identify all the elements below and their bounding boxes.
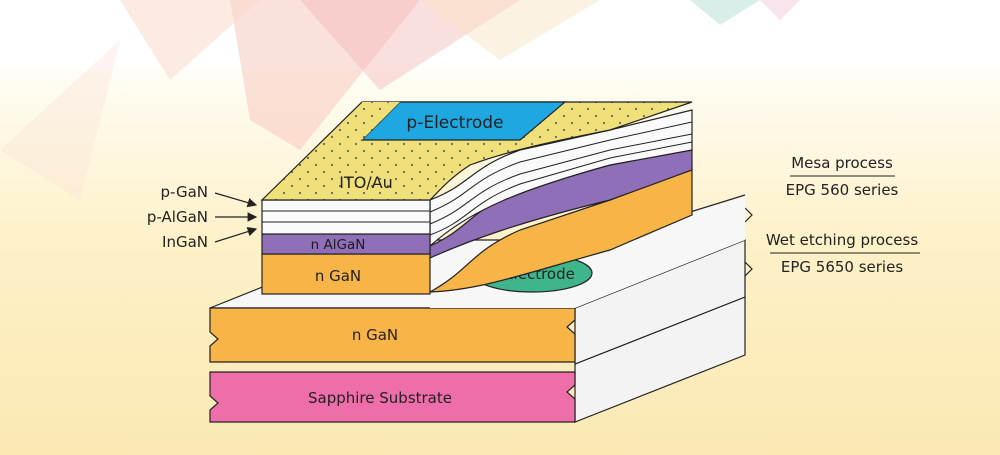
n-gan-base-label: n GaN bbox=[352, 326, 398, 344]
p-electrode-label: p-Electrode bbox=[406, 113, 503, 133]
n-algan-label: n AlGaN bbox=[311, 237, 366, 253]
sapphire-layer: Sapphire Substrate bbox=[209, 296, 746, 423]
p-gan-arrow bbox=[214, 192, 258, 208]
ingan-arrow bbox=[214, 226, 258, 243]
sapphire-label: Sapphire Substrate bbox=[308, 389, 452, 407]
ito-au-label: ITO/Au bbox=[339, 173, 393, 192]
wet-etching-product: EPG 5650 series bbox=[781, 258, 903, 276]
ingan-label: InGaN bbox=[162, 233, 208, 251]
mesa-stack: n GaN n AlGaN p-Electrode ITO/Au bbox=[260, 101, 693, 295]
p-algan-label: p-AlGaN bbox=[147, 208, 208, 226]
n-gan-top-label: n GaN bbox=[315, 267, 361, 285]
left-labels: p-GaN p-AlGaN InGaN bbox=[147, 183, 258, 251]
process-notes: Mesa process EPG 560 series Wet etching … bbox=[766, 154, 920, 276]
wet-etching-title: Wet etching process bbox=[766, 231, 918, 249]
mesa-process-title: Mesa process bbox=[791, 154, 893, 172]
p-gan-label: p-GaN bbox=[160, 183, 208, 201]
mesa-product: EPG 560 series bbox=[786, 181, 899, 199]
